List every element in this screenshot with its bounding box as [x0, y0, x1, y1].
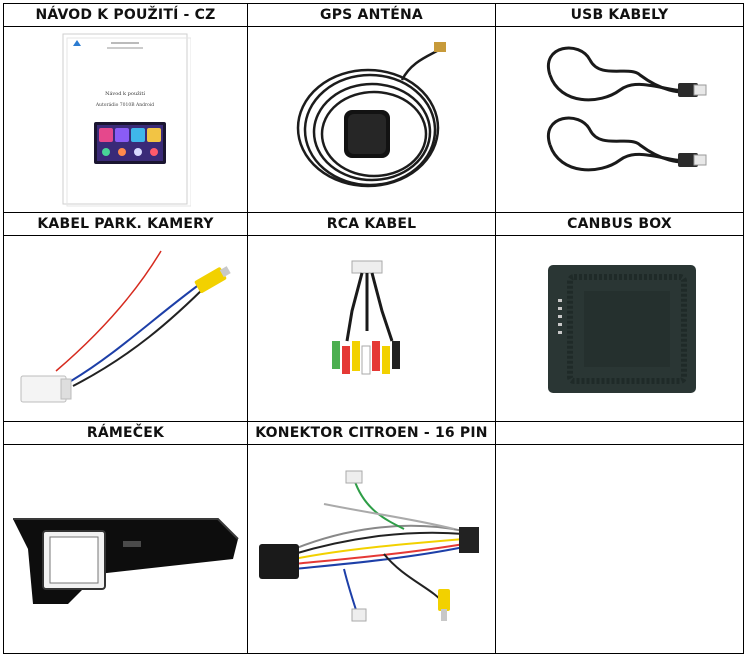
manual-subtitle: Autorádio 7010B Android: [94, 101, 153, 108]
header-parking-camera-cable: KABEL PARK. KAMERY: [4, 213, 248, 236]
header-manual: NÁVOD K POUŽITÍ - CZ: [4, 4, 248, 27]
empty-cell: [496, 445, 744, 654]
usb-cables-image: [496, 27, 744, 213]
header-citroen-connector: KONEKTOR CITROEN - 16 PIN: [248, 422, 496, 445]
header-gps-antenna: GPS ANTÉNA: [248, 4, 496, 27]
product-contents-table: NÁVOD K POUŽITÍ - CZ GPS ANTÉNA USB KABE…: [3, 3, 744, 654]
parking-camera-cable-image: [4, 236, 248, 422]
frame-image: [4, 445, 248, 654]
rca-cable-image: [248, 236, 496, 422]
header-usb-cables: USB KABELY: [496, 4, 744, 27]
manual-image: Návod k použití Autorádio 7010B Android: [4, 27, 248, 213]
header-frame: RÁMEČEK: [4, 422, 248, 445]
citroen-connector-image: [248, 445, 496, 654]
header-empty: [496, 422, 744, 445]
canbus-box-image: [496, 236, 744, 422]
header-rca-cable: RCA KABEL: [248, 213, 496, 236]
gps-antenna-image: [248, 27, 496, 213]
header-canbus-box: CANBUS BOX: [496, 213, 744, 236]
manual-title: Návod k použití: [105, 90, 145, 97]
